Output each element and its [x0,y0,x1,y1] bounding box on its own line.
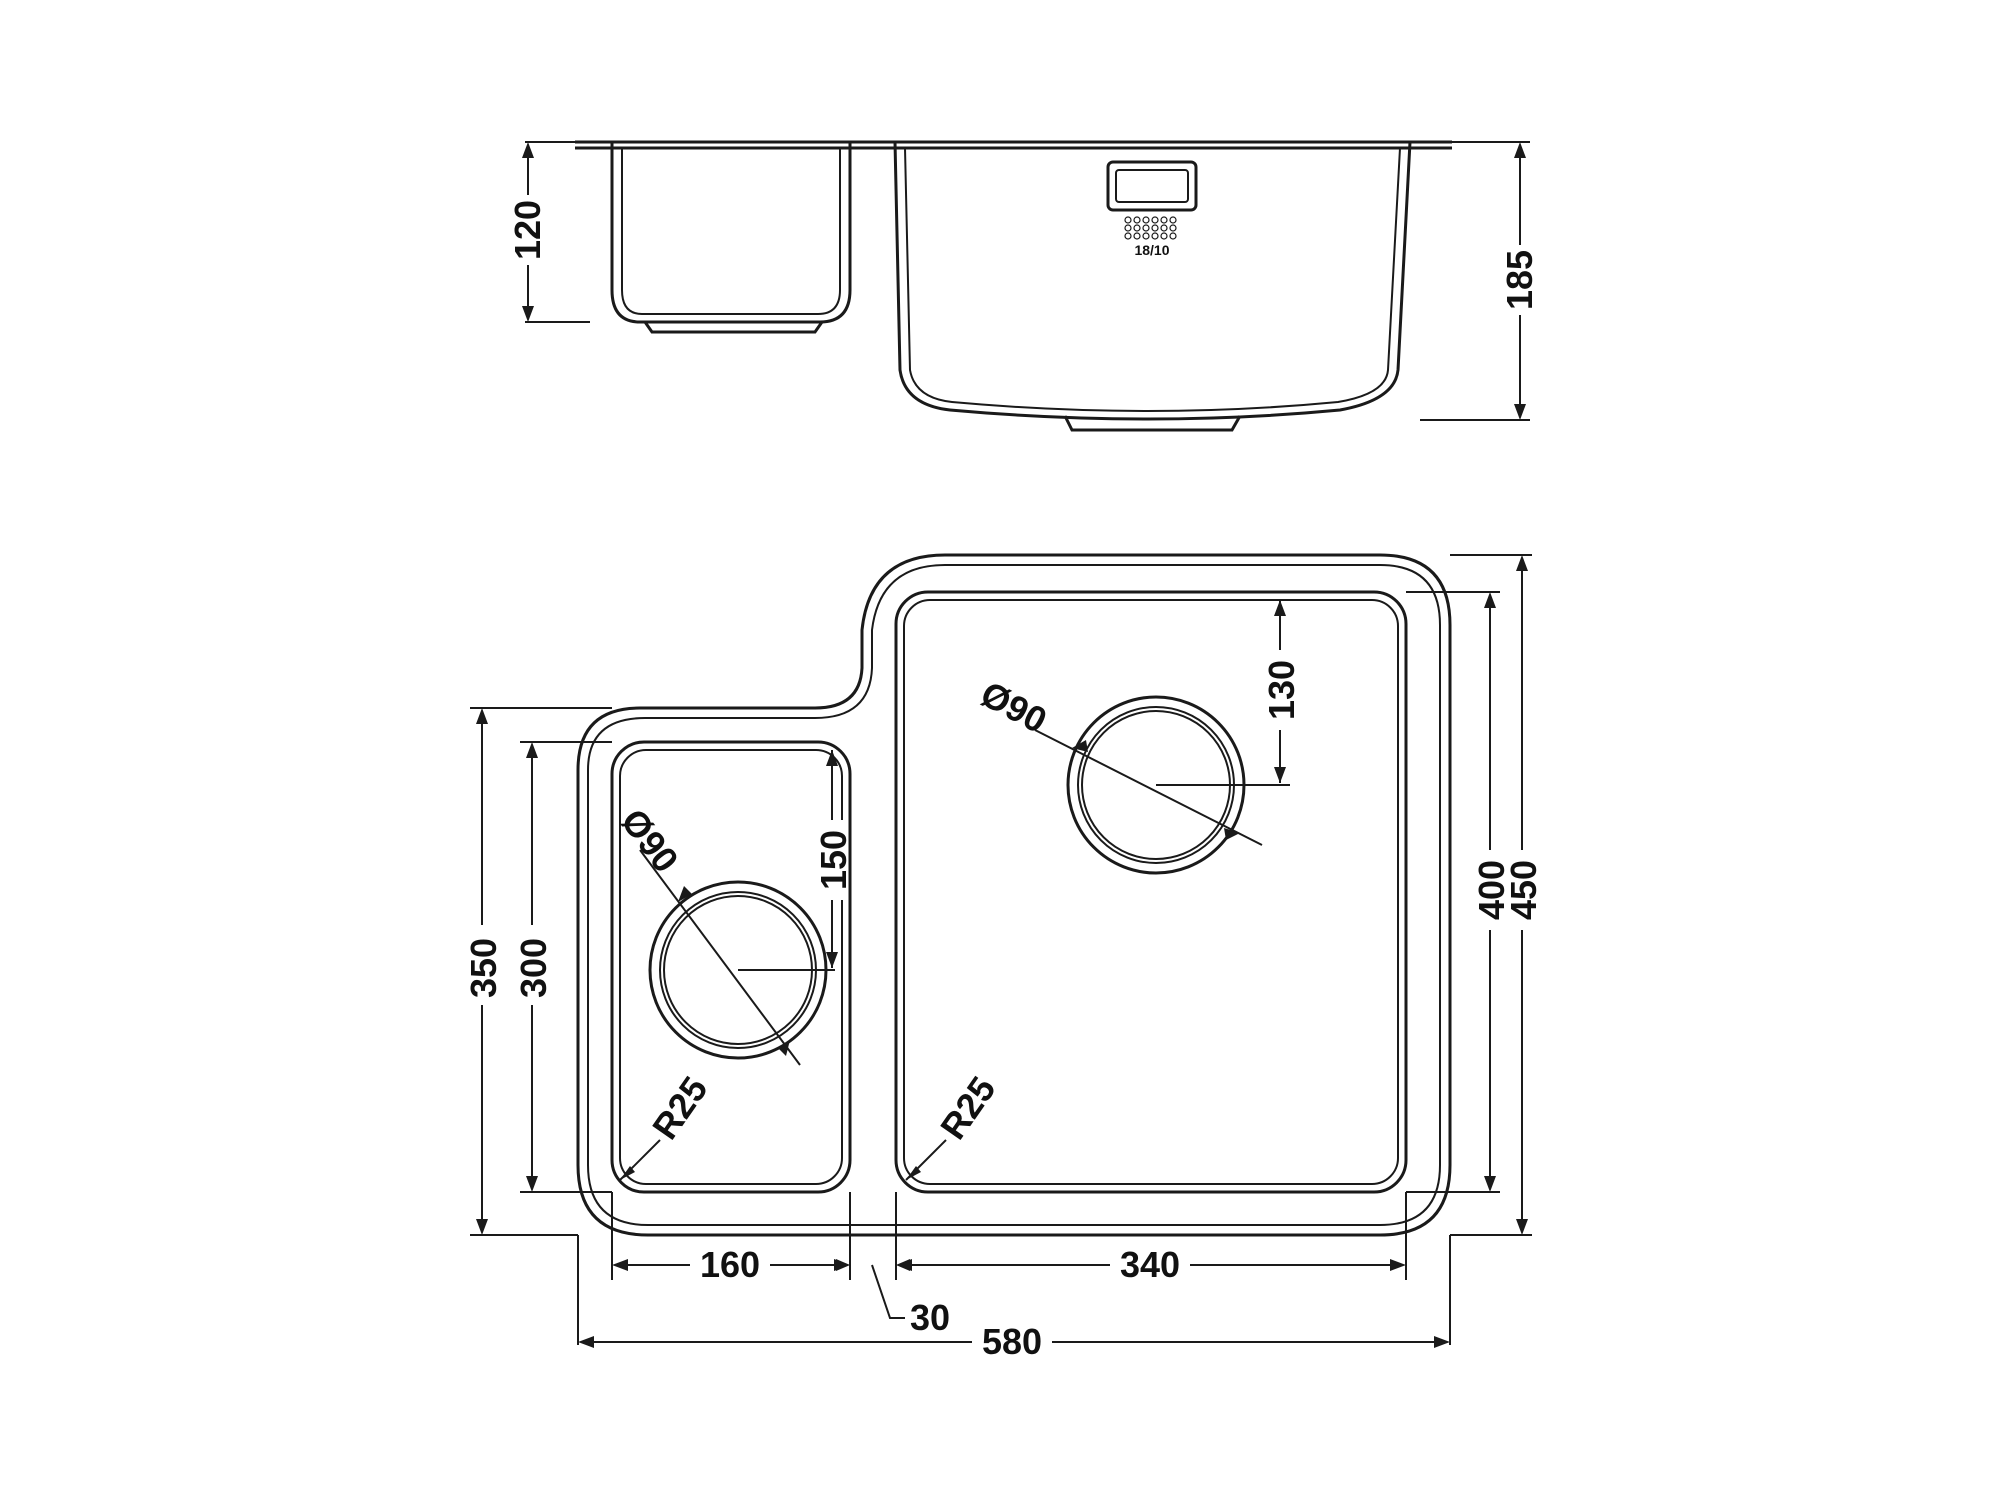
dim-large-corner-radius: R25 [932,1069,1003,1147]
dim-small-bowl-width: 160 [700,1244,760,1285]
perforation-dot [1151,216,1159,224]
dim-large-bowl-width: 340 [1120,1244,1180,1285]
flange-outline [576,553,1452,1237]
perforation-dots [1124,216,1177,240]
dim-small-height-inner: 300 [513,938,554,998]
perforation-dot [1160,216,1168,224]
perforation-dot [1124,224,1132,232]
perforation-dot [1142,232,1150,240]
perforation-dot [1160,232,1168,240]
side-large-bowl [893,141,1412,421]
side-small-bowl [610,142,852,324]
side-large-drain [1063,415,1242,432]
dim-large-drain-diameter: Ø90 [974,673,1053,741]
perforation-dot [1124,232,1132,240]
dim-small-drain-offset: 150 [813,830,854,890]
side-small-bowl-inner [621,148,841,315]
perforation-dot [1169,216,1177,224]
dim-small-height-outer: 350 [463,938,504,998]
side-large-bowl-inner [904,147,1401,412]
stamp-text: 18/10 [1134,242,1169,258]
dim-small-corner-radius: R25 [644,1069,715,1147]
small-bowl-outline [610,740,852,1194]
side-rim [575,140,1452,150]
perforation-dot [1124,216,1132,224]
large-bowl-outline [894,590,1408,1194]
perforation-dot [1169,232,1177,240]
top-view: 350 300 Ø90 150 R25 Ø90 130 R25 400 450 … [462,553,1544,1362]
dim-large-drain-offset: 130 [1261,660,1302,720]
perforation-dot [1160,224,1168,232]
dim-large-depth: 185 [1499,250,1540,310]
dim-divider-width: 30 [910,1297,950,1338]
side-view: 18/10 120 185 [507,140,1540,432]
perforation-dot [1142,216,1150,224]
perforation-dot [1133,232,1141,240]
perforation-dot [1142,224,1150,232]
dim-large-height-inner: 400 [1471,860,1512,920]
perforation-dot [1169,224,1177,232]
dim-small-drain-diameter: Ø90 [613,801,687,880]
overflow-icon [1106,160,1198,212]
side-small-drain [643,321,824,334]
perforation-dot [1133,224,1141,232]
perforation-dot [1151,232,1159,240]
perforation-dot [1133,216,1141,224]
perforation-dot [1151,224,1159,232]
dim-small-depth: 120 [507,200,548,260]
dim-large-height-outer: 450 [1503,860,1544,920]
dim-total-width: 580 [982,1321,1042,1362]
